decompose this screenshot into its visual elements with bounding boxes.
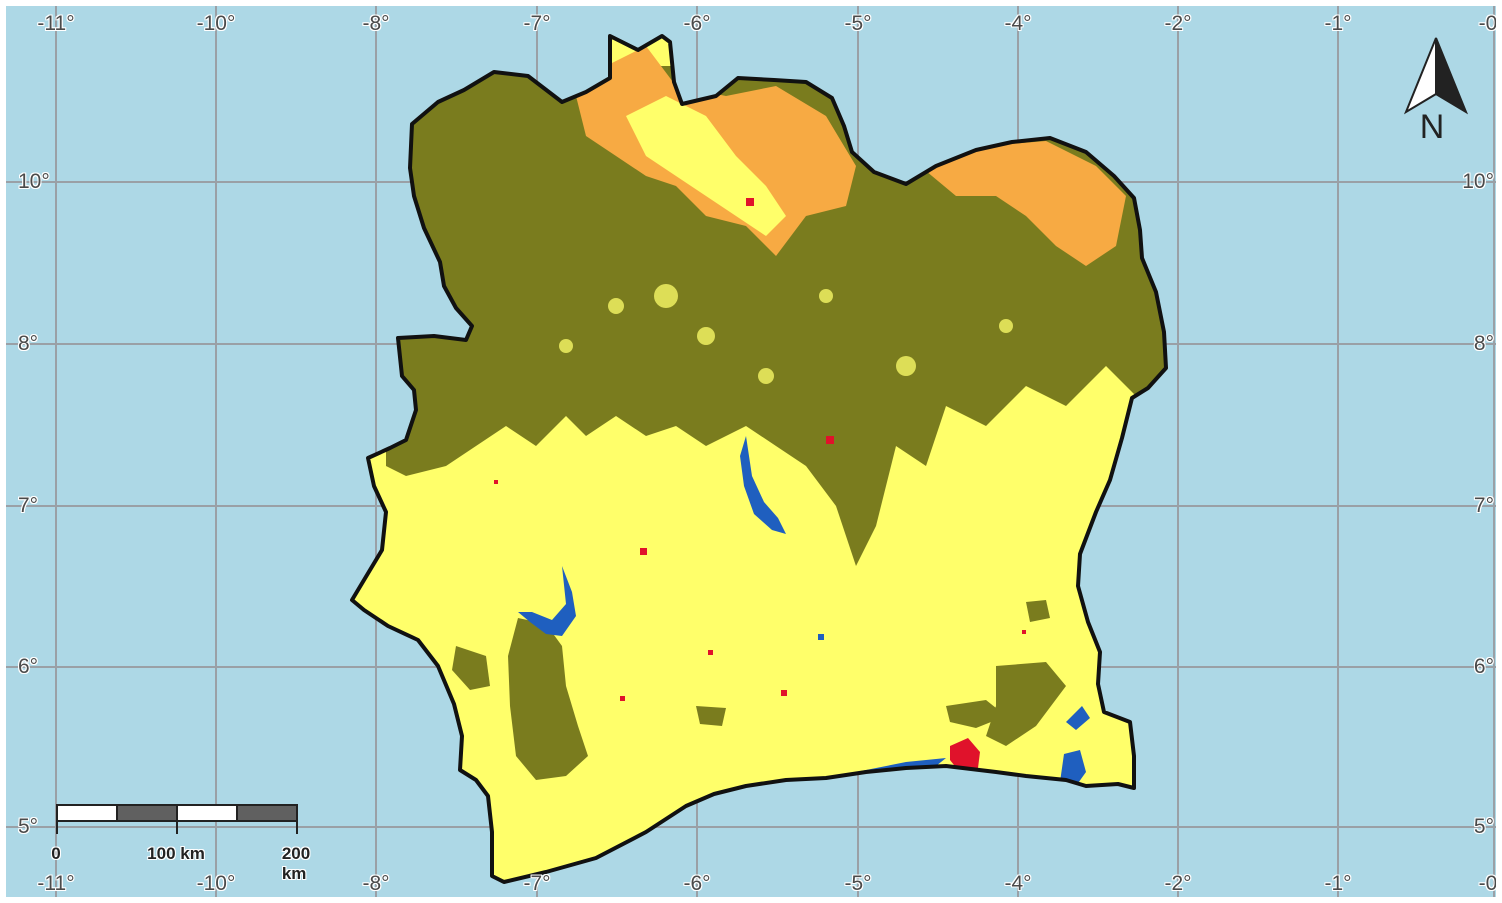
scale-segment <box>116 804 178 822</box>
bottom-label: -6° <box>683 872 711 895</box>
scale-label: 100 km <box>147 844 205 863</box>
scale-segment <box>236 804 298 822</box>
top-label: -4° <box>1004 12 1032 35</box>
right-label: 8° <box>1473 332 1494 355</box>
forest-patch-southwest <box>508 618 588 780</box>
top-label: -2° <box>1164 12 1192 35</box>
right-label: 6° <box>1473 655 1494 678</box>
scale-tick <box>296 822 298 834</box>
right-label: 7° <box>1473 494 1494 517</box>
bottom-label: -8° <box>362 872 390 895</box>
top-label: -10° <box>196 12 236 35</box>
right-label: 5° <box>1473 815 1494 838</box>
scale-tick <box>176 822 178 834</box>
left-label: 8° <box>18 332 39 355</box>
left-label: 5° <box>18 815 39 838</box>
urban-areas <box>494 198 1026 770</box>
right-label: 10° <box>1462 170 1494 193</box>
map-canvas[interactable]: -11° -10° -8° -7° -6° -5° -4° -2° -1° -0… <box>6 6 1496 897</box>
left-label: 7° <box>18 494 39 517</box>
scale-label: 0 <box>51 844 61 863</box>
north-label: N <box>1419 108 1445 146</box>
left-label: 10° <box>18 170 50 193</box>
bare-region-northeast <box>926 141 1126 266</box>
land-cover <box>352 36 1166 882</box>
country-border <box>350 34 1168 884</box>
bottom-label: -0 <box>1478 872 1496 895</box>
top-label: -8° <box>362 12 390 35</box>
scale-segment <box>56 804 118 822</box>
bottom-label: -1° <box>1324 872 1352 895</box>
top-label: -1° <box>1324 12 1352 35</box>
top-label: -11° <box>37 12 75 35</box>
top-label: -0 <box>1478 12 1496 35</box>
north-arrow-icon <box>1392 36 1472 156</box>
map-layer <box>6 6 1496 897</box>
bottom-label: -5° <box>844 872 872 895</box>
scale-bar: 0 100 km 200 km <box>50 804 310 883</box>
top-label: -5° <box>844 12 872 35</box>
top-label: -6° <box>683 12 711 35</box>
bottom-label: -4° <box>1004 872 1032 895</box>
bottom-label: -11° <box>37 872 75 895</box>
bottom-label: -2° <box>1164 872 1192 895</box>
bottom-label: -10° <box>196 872 236 895</box>
left-label: 6° <box>18 655 39 678</box>
top-label: -7° <box>523 12 551 35</box>
bottom-label: -7° <box>523 872 551 895</box>
scale-segment <box>176 804 238 822</box>
scale-label: 200 km <box>281 844 311 883</box>
scale-tick <box>56 822 58 834</box>
